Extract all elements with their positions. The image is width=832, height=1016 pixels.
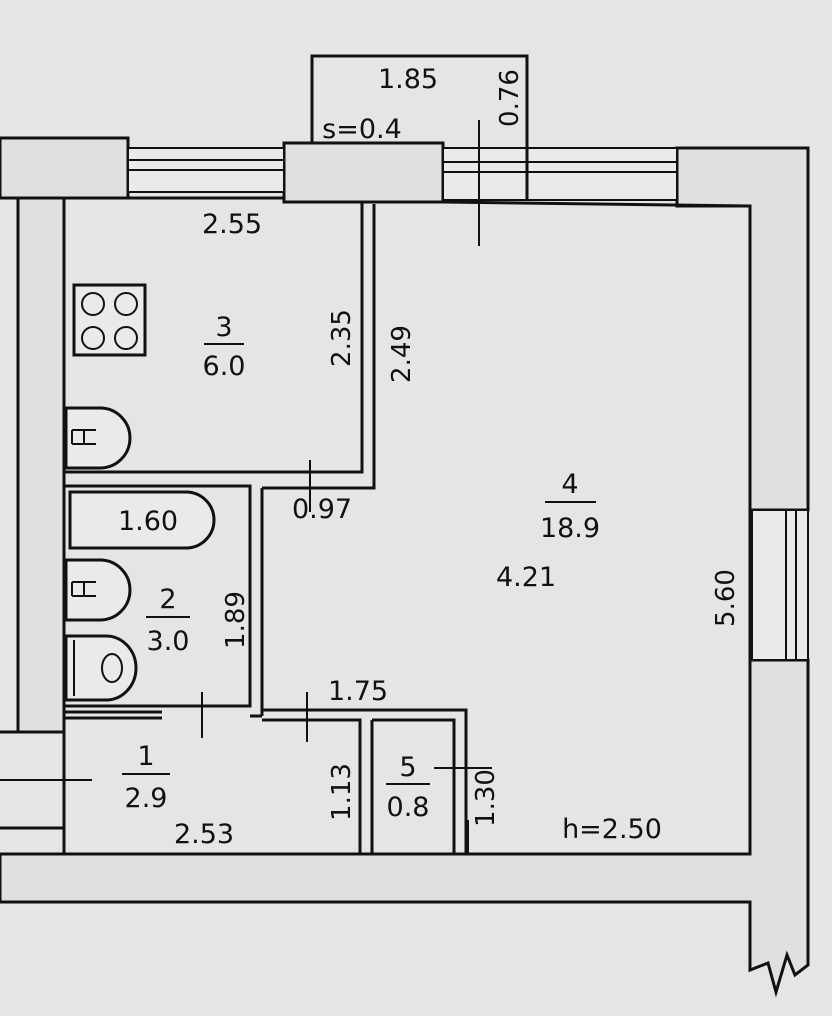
room-area: 2.9 [125, 783, 168, 814]
room-number: 4 [561, 469, 578, 500]
room-number: 5 [399, 752, 416, 783]
room-number: 2 [159, 584, 176, 615]
ceiling-height-label: h=2.50 [562, 814, 662, 845]
washbasin-icon [64, 558, 132, 622]
stove-icon [72, 283, 147, 357]
room-area: 3.0 [147, 626, 190, 657]
balcony-slab-dim: s=0.4 [322, 114, 402, 145]
closet-depth-dim: 1.30 [471, 769, 501, 827]
room-1-label: 1 2.9 [122, 741, 170, 814]
kitchen-sink-icon [64, 406, 132, 470]
windows [127, 147, 809, 661]
balcony-width-dim: 1.85 [378, 64, 438, 95]
bathroom-width-dim: 1.60 [118, 506, 178, 537]
room-area: 0.8 [387, 792, 430, 823]
kitchen-width-dim: 2.55 [202, 209, 262, 240]
room-4-label: 4 18.9 [540, 469, 600, 544]
partitions [0, 202, 492, 854]
room-5-label: 5 0.8 [386, 752, 430, 823]
partition-length-dim: 2.49 [387, 325, 417, 383]
room-number: 3 [215, 312, 232, 343]
room-number: 1 [137, 741, 154, 772]
toilet-icon [64, 634, 138, 702]
exterior-walls [0, 136, 810, 998]
room-labels: 3 6.0 4 18.9 2 3.0 1 2.9 5 0.8 [122, 312, 600, 823]
room-depth-dim: 5.60 [711, 569, 741, 627]
bathroom-depth-dim: 1.89 [221, 591, 251, 649]
fixtures [64, 283, 216, 702]
room-3-label: 3 6.0 [203, 312, 246, 382]
room-area: 6.0 [203, 351, 246, 382]
room-area: 18.9 [540, 513, 600, 544]
partition-gap-dim: 0.97 [292, 494, 352, 525]
room-width-dim: 4.21 [496, 562, 556, 593]
room-2-label: 2 3.0 [146, 584, 190, 657]
corridor-width-dim: 1.75 [328, 676, 388, 707]
balcony-depth-dim: 0.76 [495, 69, 525, 127]
hall-depth-dim: 1.13 [327, 763, 357, 821]
interior-outline [62, 196, 752, 854]
hall-width-dim: 2.53 [174, 819, 234, 850]
kitchen-depth-dim: 2.35 [327, 309, 357, 367]
dimension-labels: 1.85 s=0.4 0.76 2.55 2.35 2.49 0.97 1.60… [118, 64, 741, 850]
balcony [310, 54, 529, 246]
bathtub-icon [68, 490, 216, 550]
